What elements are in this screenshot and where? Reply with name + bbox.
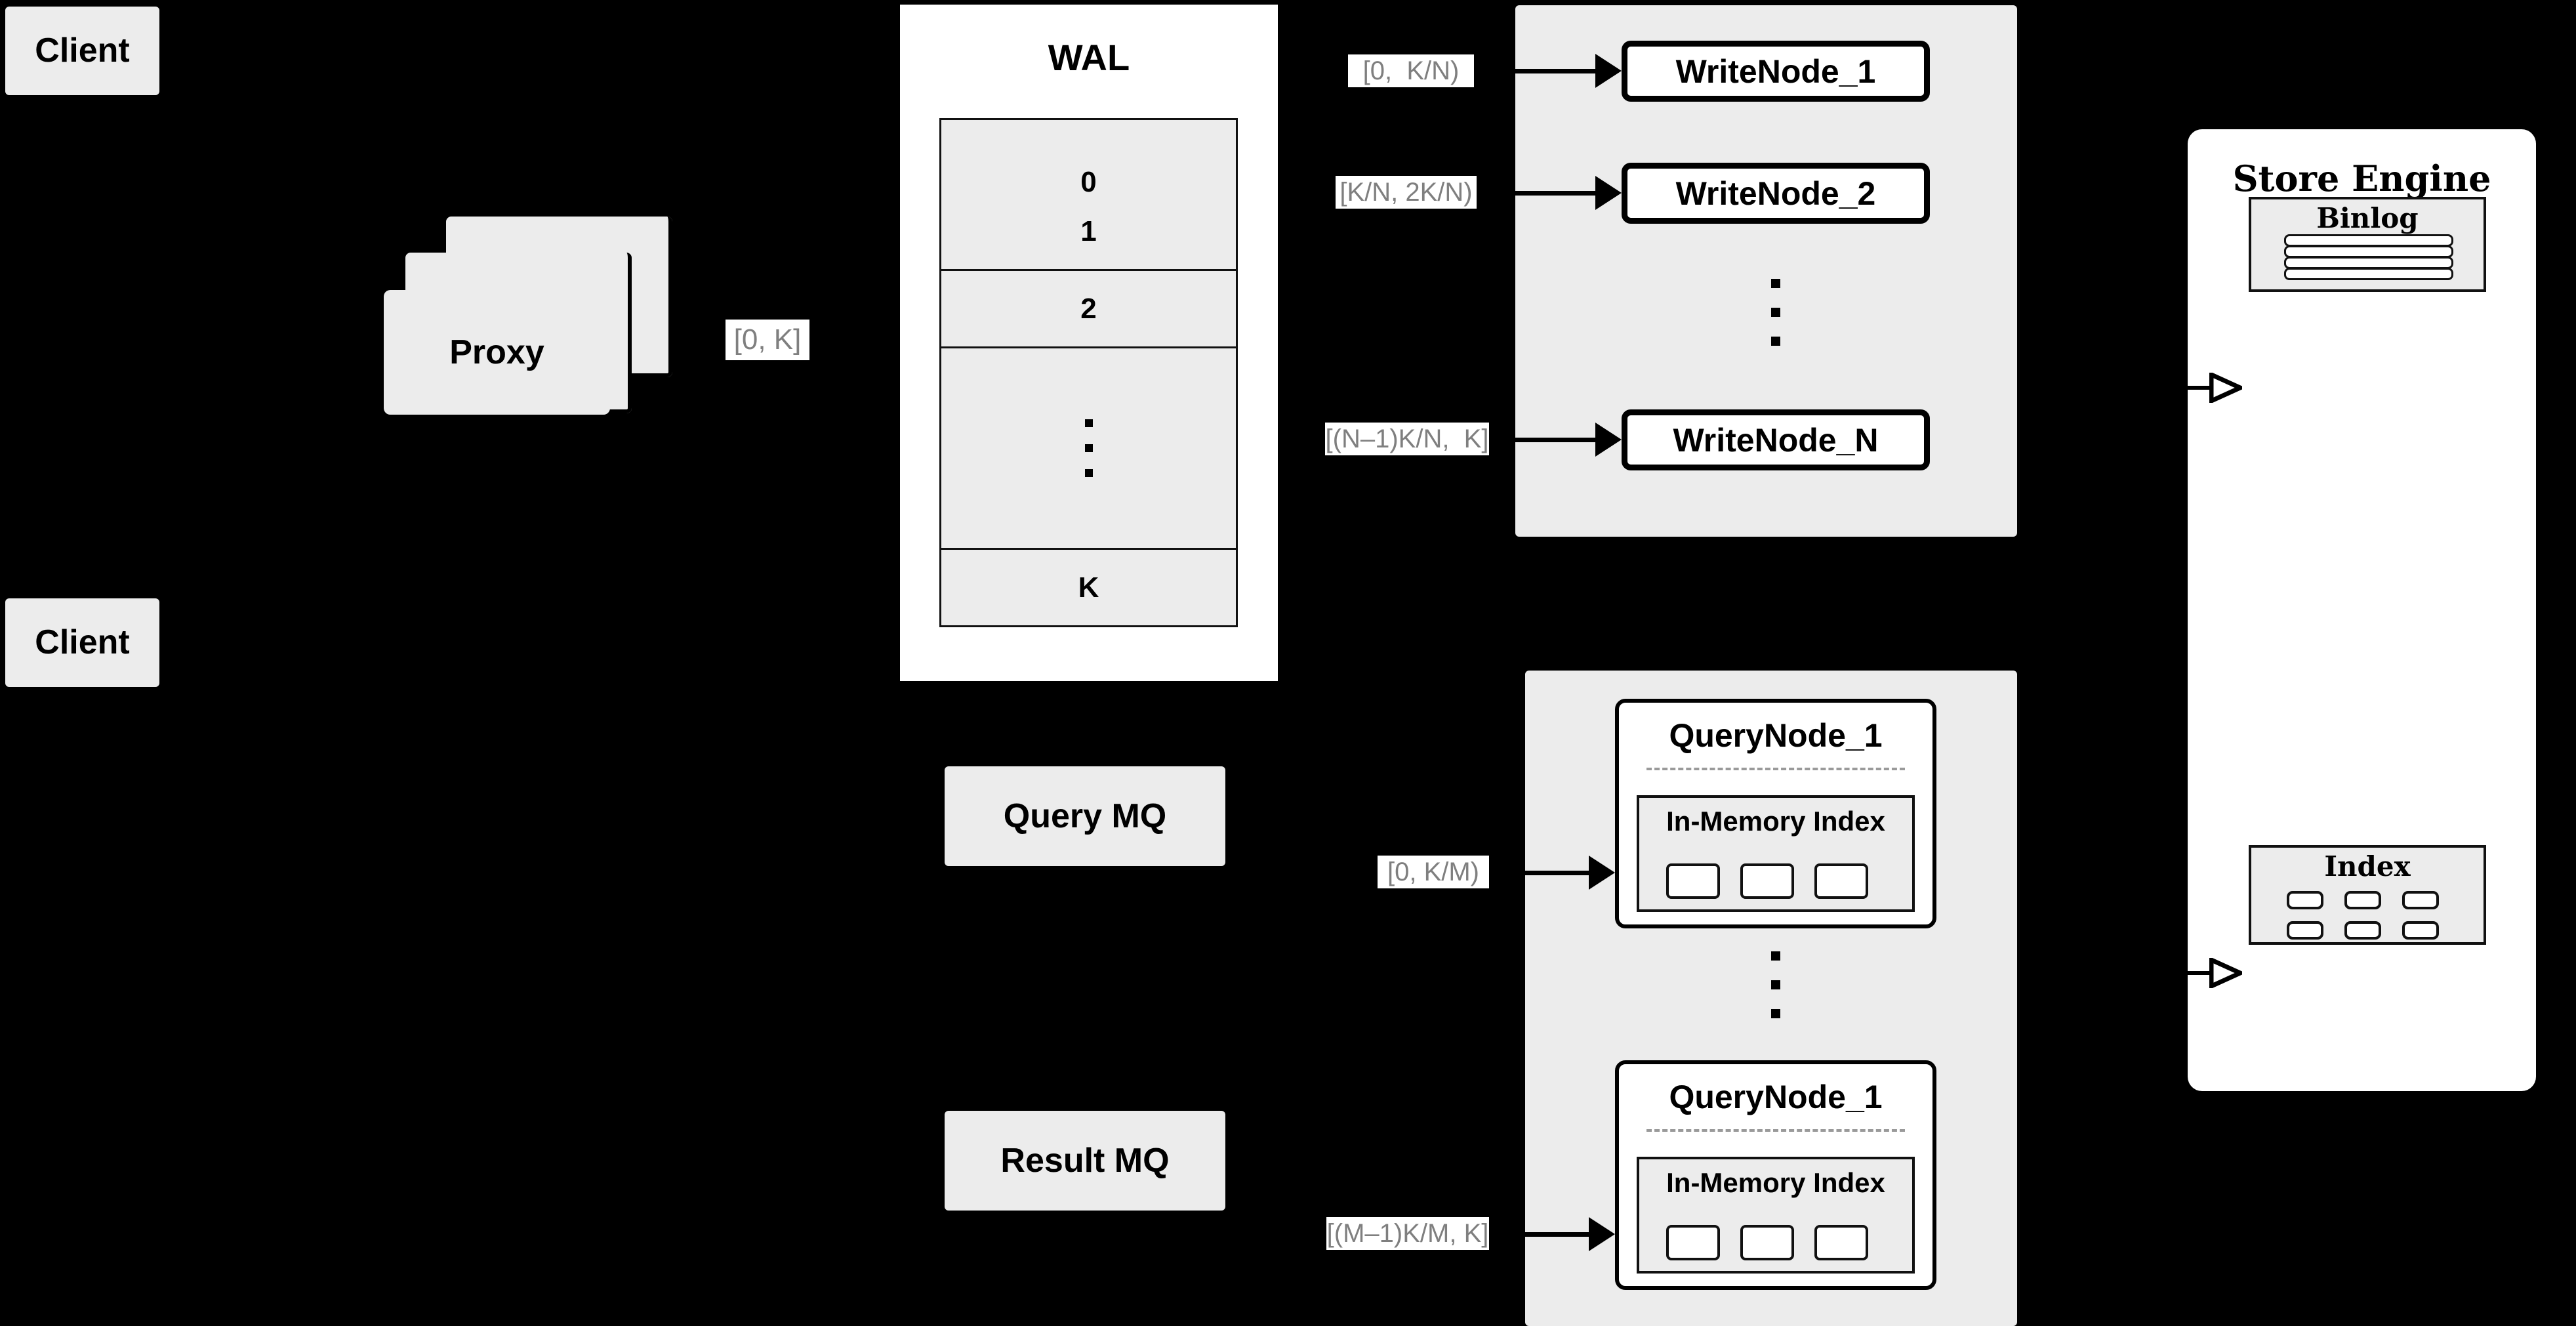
write-node-1-range-label: [0, K/N)	[1348, 54, 1474, 87]
query-node-1-index-segment[interactable]	[1814, 863, 1868, 899]
query-node-m-arrow-line	[1525, 1232, 1601, 1237]
wal-entry-label: 2	[1080, 292, 1097, 325]
query-node-1-index-title: In-Memory Index	[1666, 806, 1885, 837]
wal-entry-table-gap	[939, 348, 1238, 550]
index-arrow-head	[2209, 958, 2242, 988]
write-node-2-arrow-head	[1595, 176, 1622, 210]
write-node-n-arrow-head	[1595, 423, 1622, 457]
query-node-m-range-label: [(M–1)K/M, K]	[1326, 1217, 1489, 1250]
query-node-m-separator	[1646, 1129, 1905, 1132]
query-node-m-title: QueryNode_1	[1669, 1079, 1883, 1115]
write-node-n-label: WriteNode_N	[1673, 421, 1879, 459]
wal-entry-label: 0	[1080, 166, 1097, 198]
query-node-m-index-segment[interactable]	[1666, 1225, 1720, 1260]
proxy-node[interactable]: Proxy	[384, 290, 610, 415]
binlog-title: Binlog	[2316, 202, 2419, 234]
query-cluster-ellipsis	[1771, 951, 1780, 1018]
query-mq-node[interactable]: Query MQ	[945, 766, 1225, 866]
wal-entry-table-last: K	[939, 550, 1238, 627]
query-node-1-arrow-head	[1589, 856, 1615, 890]
write-node-1[interactable]: WriteNode_1	[1622, 41, 1930, 102]
write-node-1-arrow-head	[1595, 54, 1622, 88]
write-node-1-label: WriteNode_1	[1675, 52, 1876, 90]
query-node-1-index-segment[interactable]	[1740, 863, 1794, 899]
client-node-1[interactable]: Client	[5, 7, 159, 95]
index-segment[interactable]	[2287, 891, 2323, 909]
wal-title: WAL	[1048, 37, 1130, 78]
index-arrow-line	[2188, 971, 2213, 975]
query-node-m-index-title: In-Memory Index	[1666, 1167, 1885, 1198]
write-node-n-arrow-line	[1515, 438, 1607, 442]
query-node-1-title: QueryNode_1	[1669, 717, 1883, 754]
query-mq-label: Query MQ	[1003, 797, 1167, 835]
query-node-1-range-label: [0, K/M)	[1378, 856, 1489, 888]
wal-entry-label: 1	[1080, 215, 1097, 247]
query-node-1-separator	[1646, 768, 1905, 770]
write-node-n[interactable]: WriteNode_N	[1622, 409, 1930, 470]
query-node-m-index-segment[interactable]	[1814, 1225, 1868, 1260]
query-node-1-arrow-line	[1525, 871, 1601, 875]
binlog-arrow-line	[2188, 386, 2213, 390]
wal-entry-row[interactable]: K	[941, 550, 1236, 625]
wal-entry-table-3: 2	[939, 271, 1238, 348]
client-node-2[interactable]: Client	[5, 598, 159, 687]
query-node-1-index-segment[interactable]	[1666, 863, 1720, 899]
index-segment[interactable]	[2287, 921, 2323, 940]
index-segment[interactable]	[2344, 921, 2381, 940]
client-node-2-label: Client	[35, 623, 130, 662]
write-node-1-arrow-line	[1515, 69, 1607, 73]
binlog-segment[interactable]	[2284, 268, 2453, 280]
wal-entry-table-2: 1	[939, 194, 1238, 271]
index-segment[interactable]	[2402, 921, 2439, 940]
wal-entry-ellipsis	[941, 348, 1236, 548]
wal-entry-row[interactable]: 2	[941, 271, 1236, 346]
write-node-n-range-label: [(N–1)K/N, K]	[1325, 423, 1489, 455]
result-mq-node[interactable]: Result MQ	[945, 1111, 1225, 1211]
result-mq-label: Result MQ	[1000, 1141, 1170, 1180]
write-node-2-label: WriteNode_2	[1675, 175, 1876, 212]
wal-entry-row[interactable]: 1	[941, 194, 1236, 269]
write-node-2-range-label: [K/N, 2K/N)	[1336, 176, 1477, 209]
index-segment[interactable]	[2344, 891, 2381, 909]
binlog-arrow-head	[2209, 373, 2242, 403]
client-node-1-label: Client	[35, 31, 130, 70]
write-node-2[interactable]: WriteNode_2	[1622, 163, 1930, 224]
query-node-m-arrow-head	[1589, 1217, 1615, 1251]
proxy-node-label: Proxy	[449, 333, 544, 371]
query-node-m-index-segment[interactable]	[1740, 1225, 1794, 1260]
proxy-range-label: [0, K]	[726, 320, 809, 360]
store-engine-title: Store Engine	[2232, 157, 2491, 199]
index-title: Index	[2324, 850, 2411, 882]
wal-entry-label: K	[1078, 571, 1099, 604]
write-node-2-arrow-line	[1515, 191, 1607, 196]
index-segment[interactable]	[2402, 891, 2439, 909]
write-cluster-ellipsis	[1771, 279, 1780, 346]
